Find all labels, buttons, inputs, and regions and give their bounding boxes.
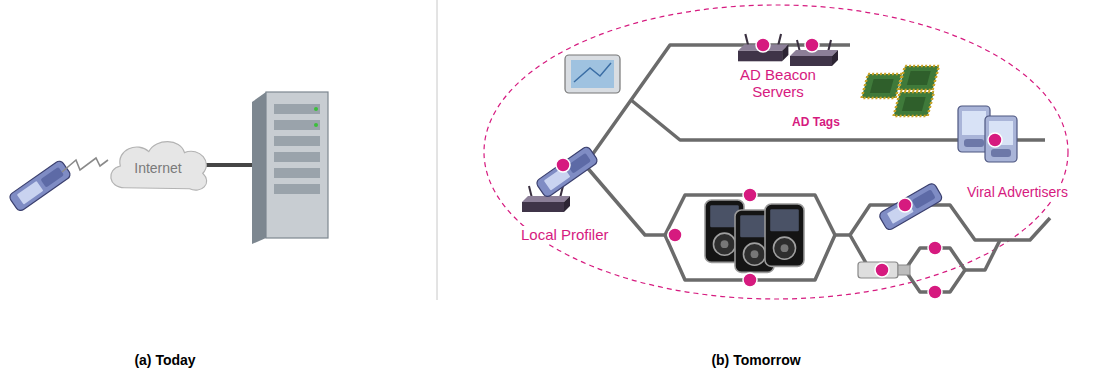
subfigure-caption: (b) Tomorrow bbox=[710, 352, 801, 368]
cloud-node: Internet bbox=[102, 134, 214, 196]
subfigure-caption: (a) Today bbox=[133, 352, 196, 368]
device-label: AD Beacon Servers bbox=[734, 66, 822, 101]
device-label: Viral Advertisers bbox=[966, 184, 1069, 200]
device-label: AD Tags bbox=[791, 116, 841, 130]
device-label: Local Profiler bbox=[520, 226, 610, 243]
node-text: Internet bbox=[102, 160, 214, 176]
